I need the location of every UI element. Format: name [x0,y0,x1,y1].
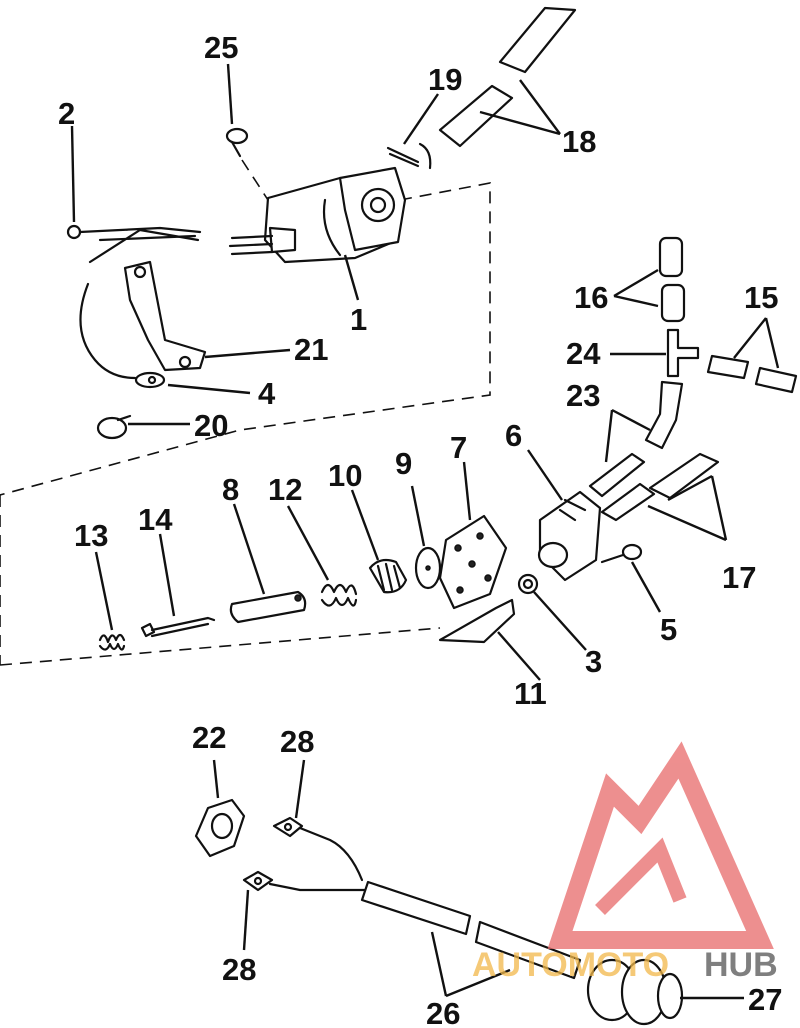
callout-21: 21 [294,332,328,367]
part-valve-10 [350,489,408,594]
part-hoses-18 [438,6,577,148]
part-ground-wire-4 [79,282,251,395]
callout-24: 24 [566,336,601,371]
callout-12: 12 [268,472,302,507]
part-solenoid [228,166,407,301]
part-diaphragm-9 [410,485,442,590]
callout-9: 9 [395,446,412,481]
callout-27: 27 [748,982,782,1017]
callout-2: 2 [58,96,75,131]
part-nut-22 [194,759,246,858]
callout-22: 22 [192,720,226,755]
part-spring-12 [286,505,358,607]
callout-23: 23 [566,378,600,413]
callout-25: 25 [204,30,238,65]
part-wire-2 [66,125,202,264]
callout-5: 5 [660,612,677,647]
callout-3: 3 [585,644,602,679]
part-bracket-21 [123,260,291,372]
callout-8: 8 [222,472,239,507]
part-cover-7 [438,461,508,610]
part-terminals-28 [242,759,374,951]
callout-19: 19 [428,62,462,97]
watermark-logo: AUTOMOTO HUB [472,741,778,984]
part-grommet-27 [586,958,744,1026]
part-hoses-23 [588,380,684,498]
callout-11: 11 [514,676,547,711]
part-pin-14 [140,533,216,638]
callout-20: 20 [194,408,228,443]
callout-10: 10 [328,458,362,493]
callout-26: 26 [426,996,460,1028]
part-screw-20 [96,414,190,440]
callout-6: 6 [505,418,522,453]
watermark-triangle [547,741,774,949]
part-clip-19 [386,93,439,170]
part-lever-11 [438,598,541,681]
watermark-text-right: HUB [704,946,778,984]
part-hoses-17 [600,452,728,542]
callout-18: 18 [562,124,596,159]
callout-13: 13 [74,518,108,553]
callout-14: 14 [138,502,173,537]
part-tee-24 [610,328,700,378]
callout-28-top: 28 [280,724,314,759]
part-pump-body-6 [527,449,602,582]
callout-16: 16 [574,280,608,315]
part-cable-26 [360,880,582,998]
part-screw-5 [600,543,662,613]
part-washer-3 [517,573,587,651]
part-tubes-15 [706,317,798,394]
callout-4: 4 [258,376,276,411]
callout-1: 1 [350,302,367,337]
part-spring-13 [94,551,126,651]
part-tubes-16 [613,236,686,323]
dashed-boundary [0,182,491,666]
callout-7: 7 [450,430,467,465]
callout-15: 15 [744,280,778,315]
callout-17: 17 [722,560,756,595]
watermark-text-left: AUTOMOTO [472,946,669,984]
callout-labels: 1 2 3 4 5 6 7 8 9 10 11 12 13 14 15 16 1… [58,30,782,1028]
part-piston-8 [229,503,307,624]
callout-28-bottom: 28 [222,952,256,987]
part-screw-25 [225,63,269,201]
